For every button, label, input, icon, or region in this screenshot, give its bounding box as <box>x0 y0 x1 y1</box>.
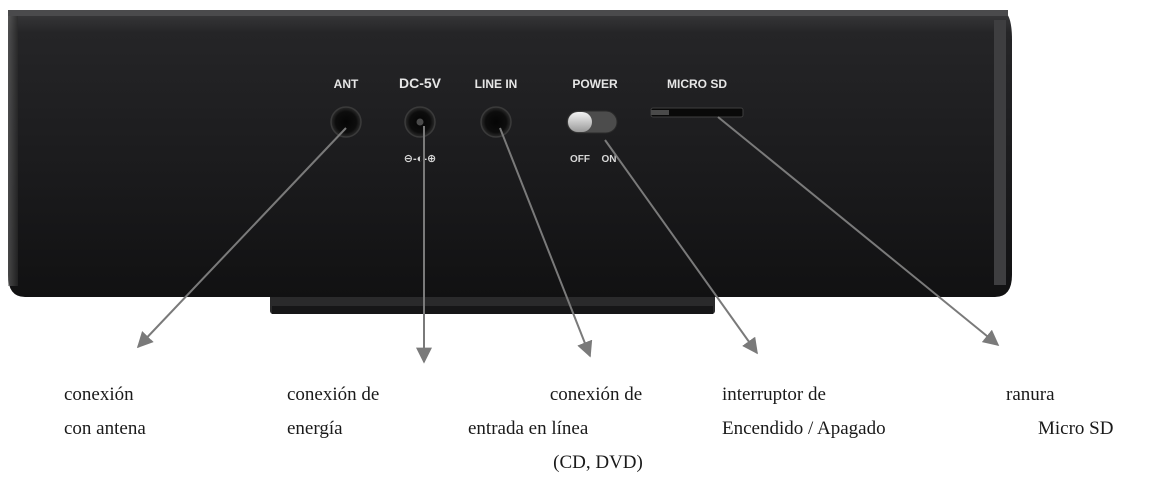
microsd-slot-notch <box>651 110 669 115</box>
line-in-jack <box>480 106 512 138</box>
caption-antenna-line1: conexión <box>64 384 134 405</box>
caption-slot-line2: Micro SD <box>1038 418 1114 439</box>
caption-line-in: conexión de entrada en línea (CD, DVD) <box>468 378 668 480</box>
device-top-edge <box>8 10 1008 16</box>
power-switch-knob[interactable] <box>568 112 592 132</box>
switch-on-label: ON <box>602 154 617 165</box>
caption-power-connector-line1: conexión de <box>287 384 380 405</box>
device-left-edge <box>8 16 18 286</box>
dc-label: DC-5V <box>399 75 442 91</box>
caption-antenna: conexión con antena <box>64 378 146 446</box>
line-in-label: LINE IN <box>475 77 518 91</box>
ant-label: ANT <box>334 77 359 91</box>
caption-switch: interruptor de Encendido / Apagado <box>722 378 886 446</box>
caption-switch-line2: Encendido / Apagado <box>722 418 886 439</box>
antenna-jack <box>330 106 362 138</box>
caption-antenna-line2: con antena <box>64 418 146 439</box>
dc-polarity-symbol: ⊖-◐-⊕ <box>404 153 436 165</box>
caption-switch-line1: interruptor de <box>722 384 826 405</box>
switch-off-label: OFF <box>570 154 590 165</box>
arrow-line-in <box>499 127 593 358</box>
caption-slot: ranura Micro SD <box>1006 378 1113 446</box>
caption-line-in-line3: (CD, DVD) <box>553 452 643 473</box>
power-label: POWER <box>572 77 618 91</box>
caption-line-in-line1: conexión de <box>549 384 643 405</box>
caption-line-in-line2: entrada en línea <box>468 418 589 439</box>
caption-power-connector: conexión de energía <box>287 378 379 446</box>
arrow-antenna <box>136 127 347 349</box>
dc-power-jack-pin <box>416 118 424 126</box>
arrow-switch <box>604 139 758 355</box>
device-stand-shadow <box>272 306 713 314</box>
caption-power-connector-line2: energía <box>287 418 343 439</box>
device-right-edge <box>994 20 1006 285</box>
microsd-label: MICRO SD <box>667 77 727 91</box>
arrow-microsd <box>717 116 1000 347</box>
caption-slot-line1: ranura <box>1006 384 1055 405</box>
